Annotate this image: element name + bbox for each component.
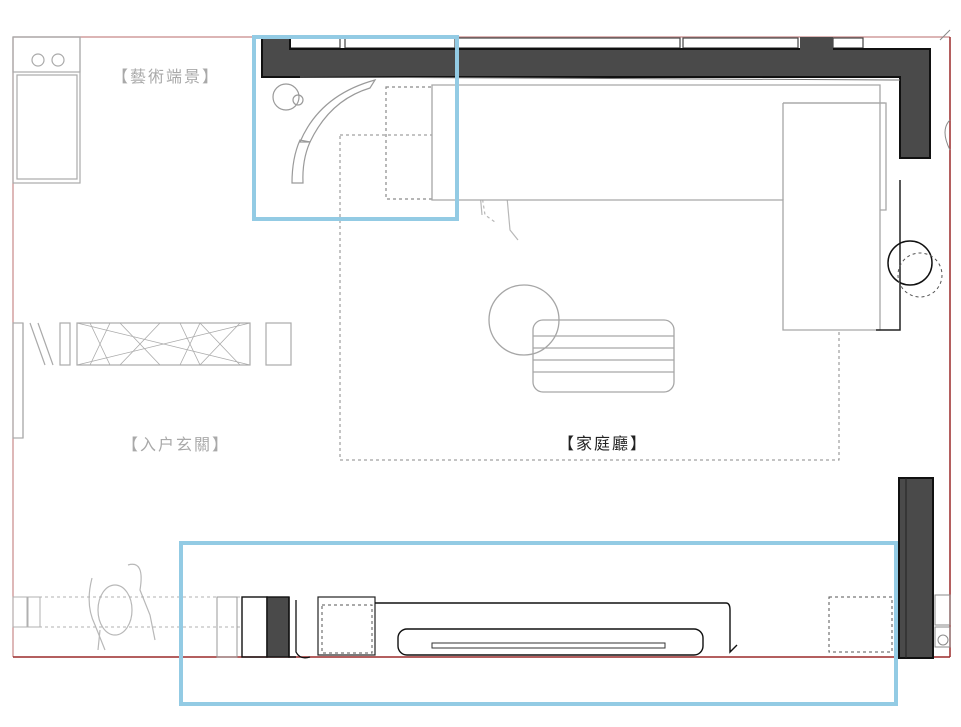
- sofa-l-shaped: [431, 84, 901, 331]
- art-display-curve: [272, 79, 377, 184]
- right-edge-fixtures: [934, 29, 951, 648]
- floor-lamp: [887, 240, 943, 298]
- right-wall-segment: [898, 477, 934, 659]
- tv-cabinet: [216, 596, 893, 659]
- desk-dashed: [385, 86, 435, 200]
- room-label-family-room: 【家庭廳】: [558, 434, 649, 453]
- highlight-tv-wall: [179, 541, 898, 706]
- highlight-art-corner: [252, 35, 459, 221]
- entry-door-lines: [12, 596, 240, 628]
- highlight-boxes: [179, 35, 898, 706]
- top-window-frame: [289, 37, 864, 49]
- room-label-entry-foyer: 【入户玄關】: [122, 435, 231, 454]
- art-view-cabinet: [12, 36, 81, 184]
- coffee-table-set: [488, 284, 675, 393]
- top-wall: [261, 36, 931, 159]
- room-label-art-view: 【藝術端景】: [112, 67, 221, 86]
- entry-shelving: [12, 322, 292, 439]
- person-figure-bottom: [88, 563, 156, 651]
